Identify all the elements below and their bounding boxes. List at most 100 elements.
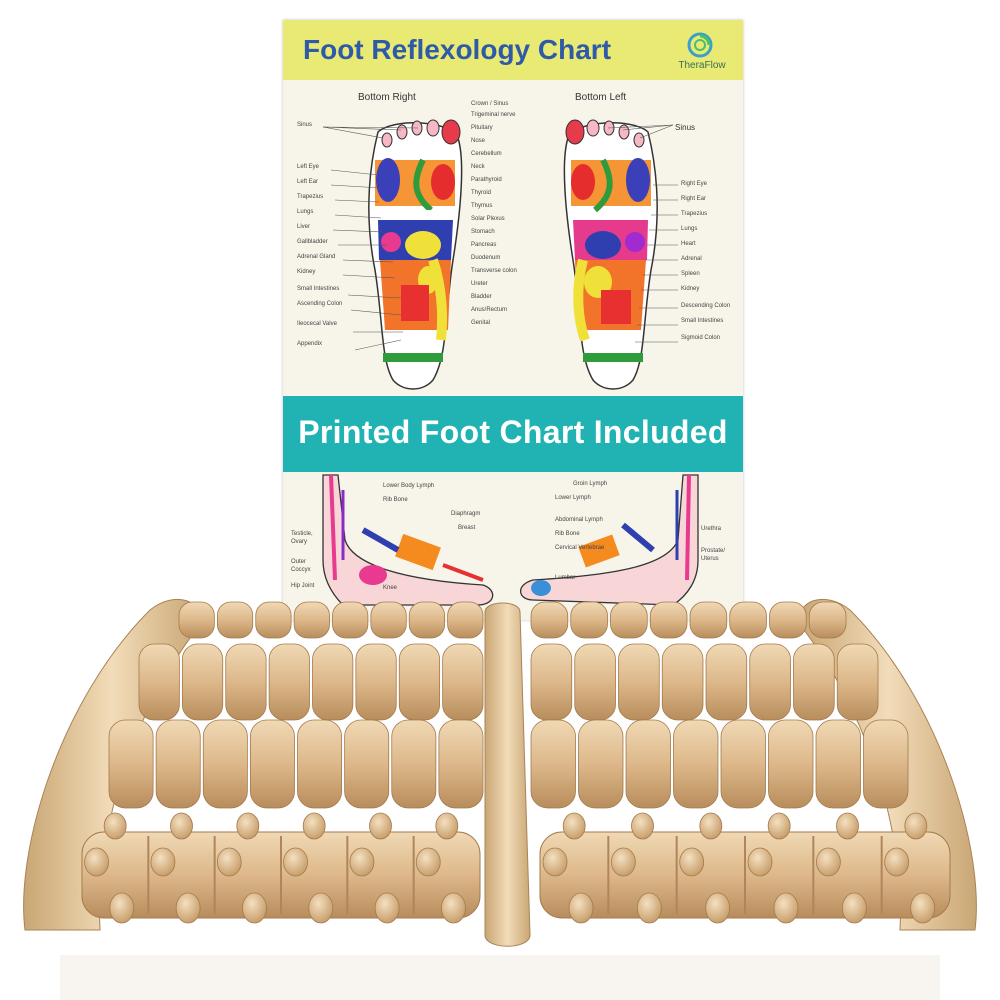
- roller-segment: [578, 719, 624, 809]
- wooden-foot-roller: [23, 598, 977, 1000]
- reflex-label: Right Ear: [681, 196, 707, 202]
- roller-segment: [530, 643, 573, 721]
- massage-knob: [283, 847, 308, 877]
- reflex-label: Descending Colon: [681, 303, 731, 309]
- roller-segment: [155, 719, 201, 809]
- reflex-label: Sigmoid Colon: [681, 335, 721, 341]
- massage-knob: [349, 847, 375, 877]
- roller-segment: [355, 643, 397, 721]
- roller-segment: [216, 601, 254, 639]
- lower-left-labels: Testicle, Ovary Outer Coccyx Hip Joint: [291, 530, 321, 590]
- roller-segment: [530, 719, 576, 809]
- reflex-label: Sinus: [297, 122, 313, 128]
- massage-knob: [84, 847, 109, 877]
- roller-segment: [370, 601, 407, 639]
- reflex-label: Thymus: [471, 203, 493, 209]
- massage-knob: [636, 892, 662, 924]
- reflex-label: Nose: [471, 138, 486, 144]
- right-sole-illustration: [368, 119, 463, 390]
- reflex-label: Diaphragm: [451, 511, 481, 517]
- massage-knob: [815, 847, 841, 877]
- right-reflex-labels: Right Eye Right Ear Trapezius Lungs Hear…: [681, 180, 730, 342]
- roller-segment: [618, 643, 660, 721]
- middle-reflex-labels: Crown / Sinus Trigeminal nerve Pituitary…: [471, 100, 517, 327]
- reflex-label: Small Intestines: [681, 318, 724, 324]
- roller-segment: [268, 643, 310, 721]
- included-banner: Printed Foot Chart Included: [283, 396, 743, 472]
- reflex-label: Pituitary: [471, 125, 493, 131]
- reflex-label: Lungs: [297, 209, 314, 215]
- reflex-label: Cervical Vertebrae: [555, 545, 605, 551]
- massage-knob: [841, 892, 867, 924]
- roller-segment: [808, 601, 847, 639]
- lower-right-labels: Groin Lymph Lower Lymph Abdominal Lymph …: [555, 480, 607, 582]
- roller-segment: [442, 643, 484, 721]
- massage-knob: [884, 847, 910, 877]
- roller-segment: [312, 643, 354, 721]
- roller-segment: [574, 643, 616, 721]
- reflex-label: Left Ear: [297, 179, 319, 185]
- reflex-label: Crown / Sinus: [471, 101, 509, 107]
- massage-knob: [103, 812, 127, 840]
- roller-segment: [720, 719, 766, 809]
- roller-segment: [673, 719, 719, 809]
- massage-knob: [302, 812, 326, 840]
- reflex-label: Trapezius: [297, 194, 324, 200]
- reflex-label: Spleen: [681, 271, 700, 277]
- massage-knob: [216, 847, 242, 877]
- massage-knob: [441, 892, 466, 924]
- reflex-label: Ascending Colon: [297, 301, 343, 307]
- massage-knob: [562, 812, 586, 840]
- sinus-label: Sinus: [675, 123, 696, 132]
- reflex-label: Genital: [471, 320, 491, 326]
- roller-segment: [138, 643, 180, 721]
- reflex-label: Breast: [458, 525, 476, 531]
- roller-segment: [408, 601, 446, 639]
- roller-segment: [793, 643, 835, 721]
- massage-knob: [568, 892, 594, 924]
- roller-segment: [570, 601, 608, 639]
- roller-segment: [108, 719, 154, 809]
- reflex-label: Stomach: [471, 229, 495, 235]
- roller-segment: [344, 719, 390, 809]
- massage-knob: [435, 812, 459, 840]
- massage-knob: [242, 892, 267, 924]
- massage-knob: [170, 812, 193, 840]
- massage-knob: [767, 812, 791, 840]
- roller-segment: [729, 601, 767, 639]
- roller-segment: [332, 601, 369, 639]
- massage-knob: [374, 892, 400, 924]
- leader-lines: [322, 124, 678, 351]
- reflex-label: Cerebellum: [471, 151, 502, 157]
- massage-knob: [542, 847, 568, 877]
- reflex-label: Thyroid: [471, 190, 492, 196]
- reflex-label: Hip Joint: [291, 583, 315, 589]
- massage-knob: [236, 812, 260, 840]
- massage-knob: [308, 892, 334, 924]
- reflex-label: Solar Plexus: [471, 216, 505, 222]
- roller-segment: [202, 719, 248, 809]
- left-sole-illustration: [563, 119, 658, 390]
- reflex-label: Bladder: [471, 294, 492, 300]
- roller-segment: [610, 601, 648, 639]
- reflex-label: Urethra: [701, 526, 722, 532]
- roller-segment: [625, 719, 671, 809]
- lower-far-right-labels: Urethra Prostate/ Uterus: [701, 525, 741, 563]
- reflex-label: Kidney: [681, 286, 700, 292]
- reflex-label: Appendix: [297, 341, 323, 347]
- reflex-label: Left Eye: [297, 164, 320, 170]
- reflex-label: Liver: [297, 224, 311, 230]
- reflex-label: Rib Bone: [555, 531, 580, 537]
- massage-knob: [415, 847, 441, 877]
- roller-segment: [836, 643, 879, 721]
- massage-knob: [705, 892, 731, 924]
- bottom-left-heading: Bottom Left: [575, 92, 627, 103]
- reflex-label: Gallbladder: [297, 239, 328, 245]
- brand-name: TheraFlow: [678, 60, 726, 71]
- roller-segment: [649, 601, 688, 639]
- reflex-label: Groin Lymph: [573, 481, 608, 487]
- roller-segment: [438, 719, 484, 809]
- massage-knob: [150, 847, 176, 877]
- roller-segment: [689, 601, 728, 639]
